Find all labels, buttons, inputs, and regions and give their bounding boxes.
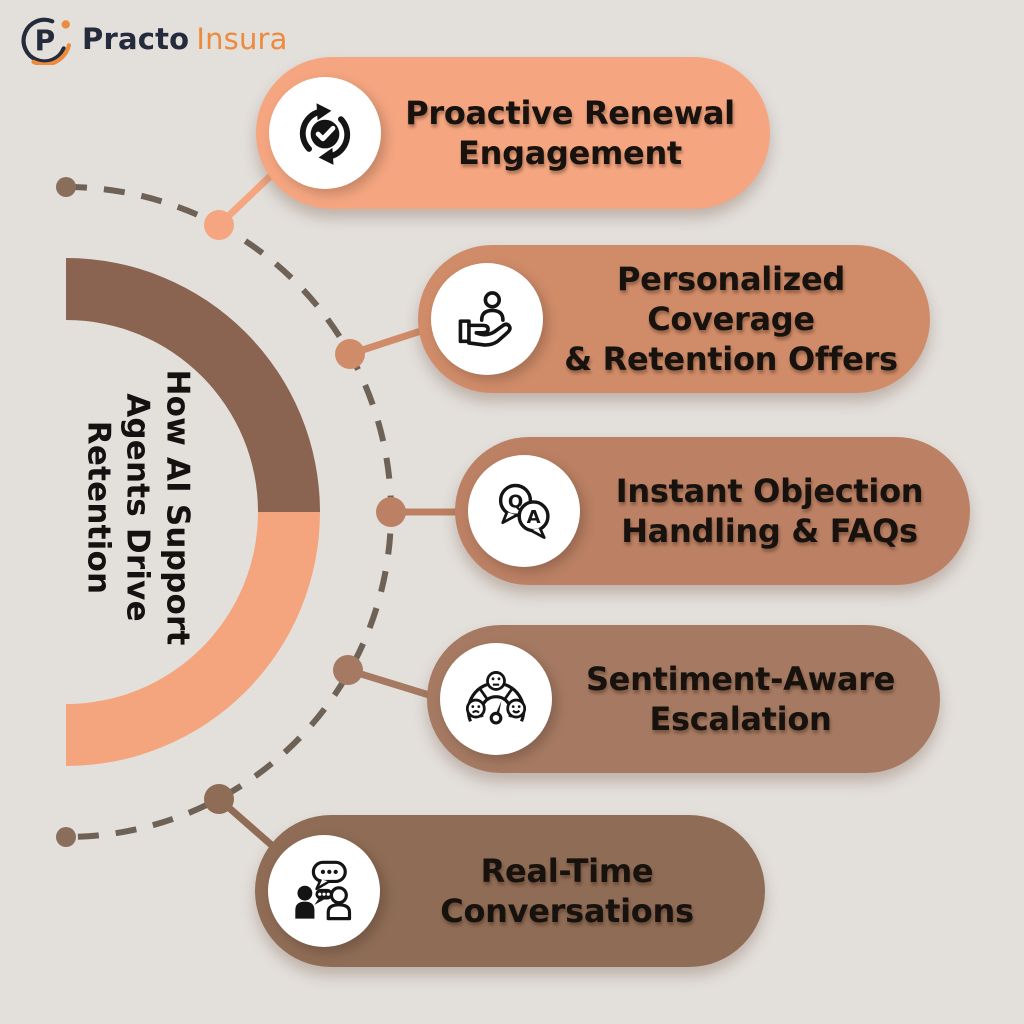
item-label: Proactive Renewal Engagement xyxy=(405,93,735,172)
item-label: Personalized Coverage & Retention Offers xyxy=(564,259,898,379)
item-pill-real-time-conversations: Real-Time Conversations xyxy=(255,815,765,967)
donut-arc-bottom xyxy=(66,512,320,766)
sentiment-gauge-icon xyxy=(465,671,527,725)
title-line-2: Agents Drive xyxy=(119,393,156,622)
logo-monogram: P xyxy=(35,24,56,57)
brand-name-secondary: Insura xyxy=(196,22,288,56)
donut-arc-top xyxy=(66,258,320,512)
item-label: Instant Objection Handling & FAQs xyxy=(615,471,924,550)
item-pill-proactive-renewal-engagement: Proactive Renewal Engagement xyxy=(256,57,770,209)
conversation-people-icon xyxy=(295,860,352,921)
item-label: Real-Time Conversations xyxy=(440,851,694,930)
renewal-cycle-check-icon xyxy=(299,103,351,165)
connector-dot-3 xyxy=(376,497,406,527)
item-icon-circle xyxy=(269,77,381,189)
answer-letter: A xyxy=(527,507,541,528)
hand-holding-person-icon xyxy=(458,291,512,347)
brand-logo-icon: P xyxy=(21,17,71,65)
item-icon-circle xyxy=(440,643,552,755)
item-icon-circle xyxy=(431,263,543,375)
question-letter: Q xyxy=(508,491,523,512)
title-line-1: How AI Support xyxy=(159,369,196,646)
orbit-end-dot-bottom xyxy=(56,827,76,847)
item-pill-sentiment-aware-escalation: Sentiment-Aware Escalation xyxy=(427,625,940,773)
item-pill-instant-objection-handling-faqs: Q A Instant Objection Handling & FAQs xyxy=(455,437,970,585)
connector-dot-5 xyxy=(204,784,234,814)
connector-dot-2 xyxy=(335,339,365,369)
item-label: Sentiment-Aware Escalation xyxy=(585,659,896,738)
item-pill-personalized-coverage-retention-offers: Personalized Coverage & Retention Offers xyxy=(418,245,930,393)
orbit-end-dot-top xyxy=(56,177,76,197)
item-icon-circle xyxy=(268,835,380,947)
question-answer-bubbles-icon: Q A xyxy=(498,483,550,539)
main-title: How AI Support Agents Drive Retention xyxy=(77,356,196,660)
title-line-3: Retention xyxy=(80,420,117,595)
item-icon-circle: Q A xyxy=(468,455,580,567)
connector-dot-1 xyxy=(204,210,234,240)
connector-dot-4 xyxy=(333,655,363,685)
brand-name-primary: Practo xyxy=(82,22,190,56)
